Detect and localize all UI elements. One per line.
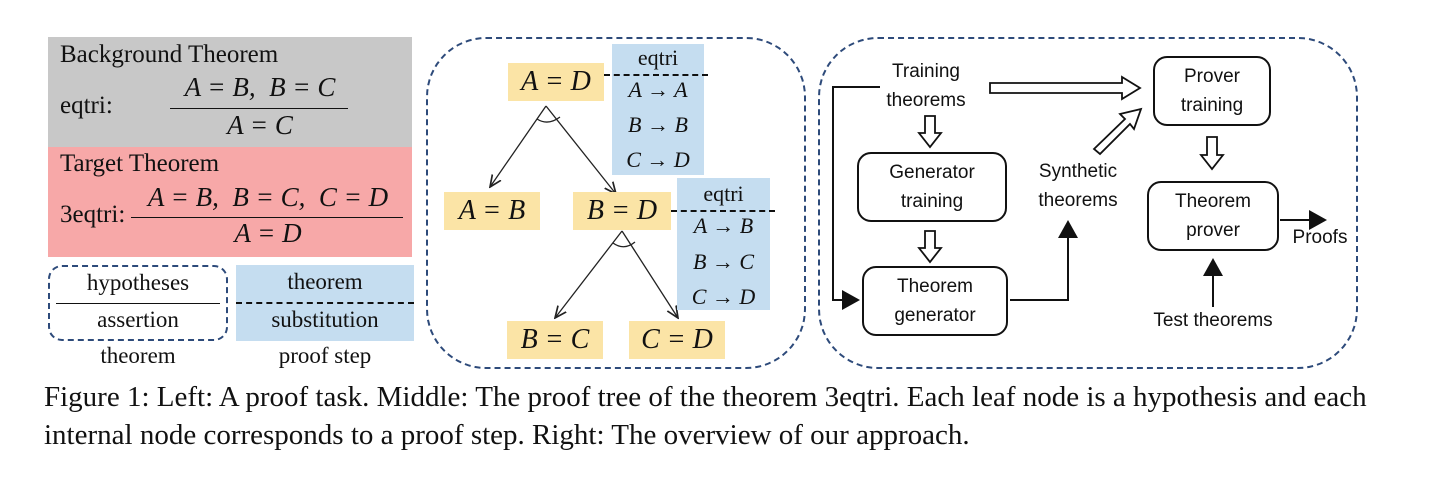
target-theorem-hypotheses: A = B, B = C, C = D [147,182,389,212]
tree-node-leaf-1: A = B [444,192,540,230]
proof-step-2-sub-1: A → B [693,213,754,238]
figure-caption: Figure 1: Left: A proof task. Middle: Th… [44,381,1367,451]
proofs-label: Proofs [1292,227,1348,248]
background-theorem-title: Background Theorem [60,41,279,68]
theorem-prover-box: Theorem prover [1147,181,1279,251]
training-theorems-label: Training theorems [886,61,966,111]
proof-step-2-sub-3: C → D [691,284,756,309]
proof-step-1-sub-2: B → B [628,112,688,137]
legend-proof-step-caption: proof step [278,343,372,368]
tree-node-leaf-2: B = C [507,321,603,359]
generator-training-box: Generator training [857,152,1007,222]
arrow-generator-to-synthetic [1010,220,1078,301]
hollow-arrow-prover-training-to-prover [1199,136,1225,171]
target-theorem-title: Target Theorem [60,150,220,177]
tree-edge-root-leaf1 [490,105,547,187]
legend-substitution: substitution [271,307,379,332]
background-theorem-assertion: A = C [227,110,293,140]
proof-step-2-sub-2: B → C [692,249,755,274]
target-theorem-label: 3eqtri: [60,201,126,228]
legend-assertion: assertion [97,307,179,332]
proof-step-1-box [612,44,704,175]
proof-step-2-dash [671,210,775,212]
tree-node-leaf-3: C = D [629,321,725,359]
proof-tree-panel [426,37,806,369]
approach-overview-panel [818,37,1358,369]
tree-node-inner: B = D [573,192,671,230]
proof-step-2-name: eqtri [703,181,744,206]
legend-theorem-rule [56,303,220,304]
theorem-generator-label: Theorem generator [894,276,976,326]
tree-arc-inner [612,241,636,248]
tree-node-root: A = D [508,63,604,101]
background-theorem-hypotheses: A = B, B = C [184,72,336,102]
proof-step-2-box [677,178,770,310]
background-theorem-label: eqtri: [60,92,113,119]
proof-step-1-name: eqtri [637,45,679,70]
legend-proof-step-dash [236,302,414,304]
legend-theorem-box [48,265,228,341]
theorem-prover-label: Theorem prover [1174,191,1252,241]
proof-step-1-sub-1: A → A [628,77,688,102]
arrow-training-to-generator [832,86,880,310]
tree-edge-inner-leaf3 [621,230,678,318]
hollow-arrow-synthetic-to-prover-training [1092,107,1143,156]
proof-step-1-sub-3: C → D [626,147,690,172]
hollow-arrow-training-to-generator-training [917,115,943,149]
legend-theorem-caption: theorem [100,343,176,368]
background-theorem-rule [170,108,348,109]
tree-edge-root-inner [545,105,616,194]
generator-training-label: Generator training [889,162,975,212]
background-theorem-box [48,37,412,147]
target-theorem-rule [131,217,403,218]
tree-edge-inner-leaf2 [555,230,623,318]
legend-step-theorem: theorem [287,269,363,294]
prover-training-box: Prover training [1153,56,1271,126]
synthetic-theorems-label: Synthetic theorems [1038,161,1118,211]
legend-hypotheses: hypotheses [86,270,190,295]
tree-arc-root [536,116,561,123]
hollow-arrow-training-to-prover-training [989,75,1142,101]
hollow-arrow-generator-training-to-generator [917,230,943,264]
test-theorems-label: Test theorems [1153,310,1273,331]
theorem-generator-box: Theorem generator [862,266,1008,336]
proof-step-1-dash [604,74,708,76]
prover-training-label: Prover training [1180,66,1244,116]
target-theorem-assertion: A = D [234,218,302,248]
target-theorem-box [48,147,412,257]
